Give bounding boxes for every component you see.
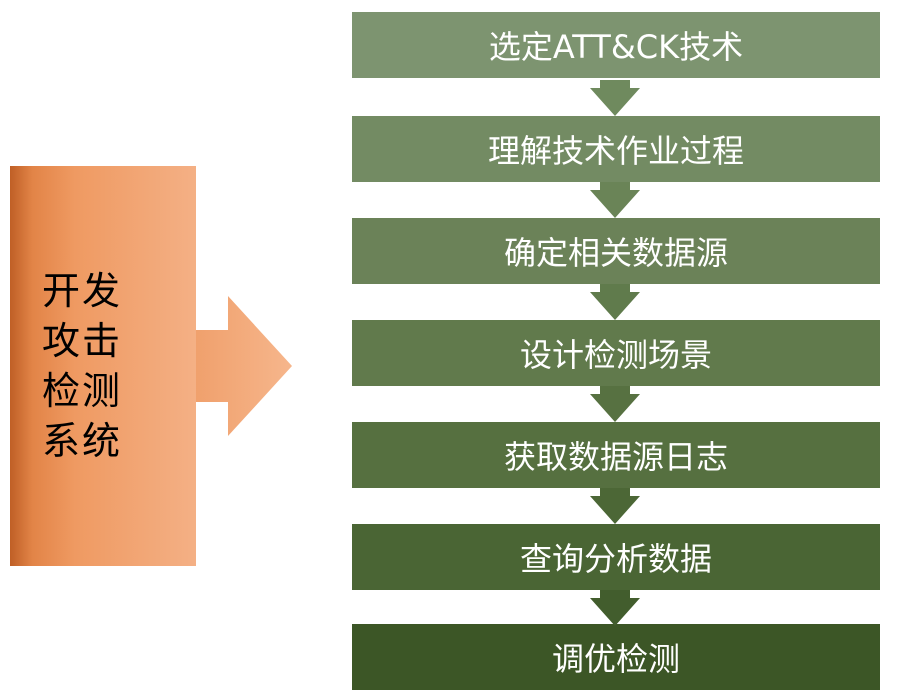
source-label-line: 开发 (42, 269, 123, 313)
source-label: 开发 攻击 检测 系统 (42, 266, 154, 466)
down-arrow-icon (590, 386, 640, 422)
step-box-query-analyze: 查询分析数据 (352, 524, 880, 590)
step-box-collect-logs: 获取数据源日志 (352, 422, 880, 488)
step-label: 查询分析数据 (519, 540, 712, 578)
step-label: 选定ATT&CK技术 (488, 28, 744, 66)
step-label: 确定相关数据源 (503, 234, 728, 272)
step-box-understand-process: 理解技术作业过程 (352, 116, 880, 182)
source-label-line: 检测 (42, 369, 123, 413)
source-box (10, 166, 196, 566)
down-arrow-icon (590, 488, 640, 524)
step-label: 调优检测 (551, 640, 680, 678)
step-label: 理解技术作业过程 (487, 132, 744, 170)
down-arrow-icon (590, 80, 640, 116)
step-box-tune-detection: 调优检测 (352, 624, 880, 690)
source-arrow-head (194, 296, 292, 436)
step-box-determine-datasource: 确定相关数据源 (352, 218, 880, 284)
down-arrow-icon (590, 284, 640, 320)
down-arrow-icon (590, 182, 640, 218)
source-label-line: 系统 (42, 419, 123, 463)
step-label: 获取数据源日志 (503, 438, 728, 476)
down-arrow-icon (590, 590, 640, 626)
step-box-design-scenario: 设计检测场景 (352, 320, 880, 386)
step-label: 设计检测场景 (519, 336, 712, 374)
source-label-line: 攻击 (42, 319, 123, 363)
step-box-select-technique: 选定ATT&CK技术 (352, 12, 880, 78)
